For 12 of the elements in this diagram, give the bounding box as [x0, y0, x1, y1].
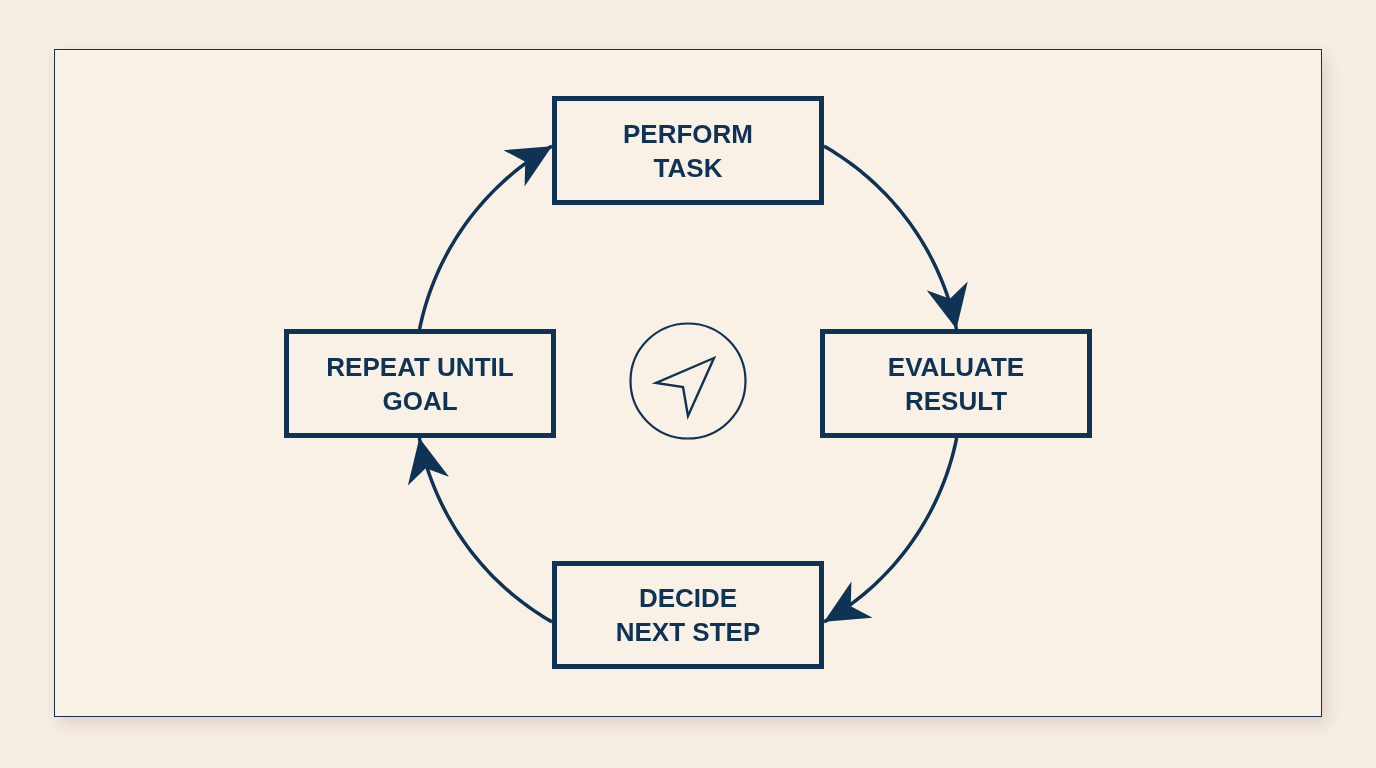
- process-box: [820, 329, 1092, 438]
- box-label: REPEAT UNTIL GOAL: [325, 350, 515, 418]
- curved-arrow: [407, 437, 553, 624]
- process-box: [552, 96, 824, 205]
- curved-arrow: [417, 144, 553, 330]
- process-box: [552, 561, 824, 669]
- process-box: [284, 329, 556, 438]
- curved-arrow: [823, 437, 959, 624]
- box-label: DECIDE NEXT STEP: [614, 582, 762, 649]
- box-label: PERFORM TASK: [622, 117, 754, 185]
- box-label: EVALUATE RESULT: [886, 350, 1026, 418]
- curved-arrow: [823, 144, 968, 330]
